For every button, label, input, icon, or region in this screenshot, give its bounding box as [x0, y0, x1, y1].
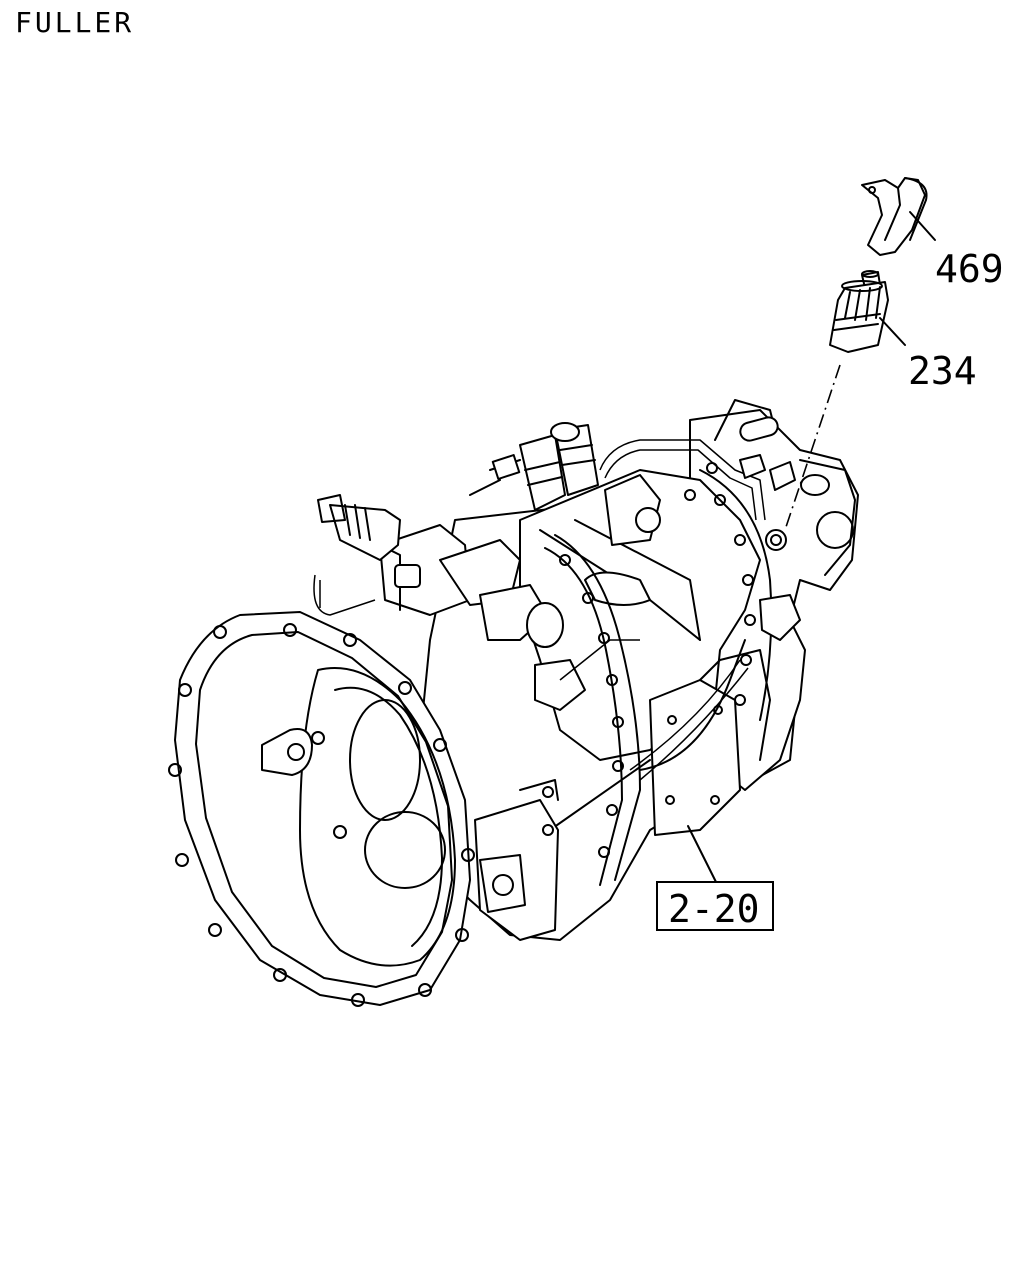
- callout-234: 234: [908, 349, 977, 393]
- callout-2-20: 2-20: [668, 887, 760, 931]
- reference-box: [656, 881, 774, 931]
- leader-234: [879, 317, 906, 346]
- assembly-line-sensor: [784, 364, 841, 531]
- sensor-part-drawing: [829, 270, 889, 353]
- leader-lines: [687, 211, 936, 883]
- callout-469: 469: [935, 247, 1004, 291]
- flange-bolts: [559, 554, 624, 858]
- leader-469: [909, 211, 936, 241]
- electrical-connectors: [469, 422, 599, 511]
- bell-housing-bolts: [168, 623, 475, 1007]
- diagram-heading: FULLER: [15, 6, 135, 39]
- air-connector: [317, 494, 401, 561]
- transmission-assembly-drawing: [168, 399, 859, 1007]
- leader-2-20: [687, 825, 717, 883]
- clip-part-drawing: [861, 177, 928, 256]
